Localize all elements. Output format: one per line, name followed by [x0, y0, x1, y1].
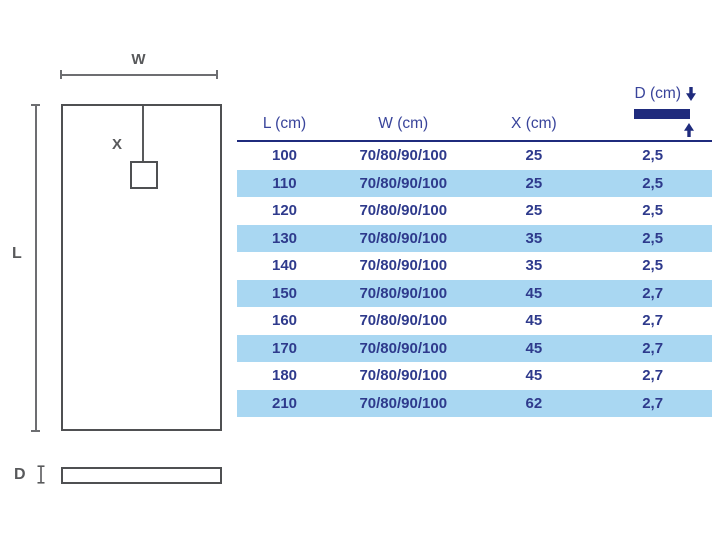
table-body: 100 70/80/90/100 25 2,5 110 70/80/90/100…	[237, 142, 712, 417]
table-row: 110 70/80/90/100 25 2,5	[237, 169, 712, 197]
width-dimension-line	[60, 70, 218, 79]
cell-x: 45	[525, 339, 543, 357]
table-row: 130 70/80/90/100 35 2,5	[237, 224, 712, 252]
cell-x: 45	[525, 312, 543, 330]
cell-l: 120	[271, 202, 298, 220]
cell-x: 35	[525, 229, 543, 247]
table-row: 170 70/80/90/100 45 2,7	[237, 334, 712, 362]
cell-l: 160	[271, 312, 298, 330]
cell-d: 2,5	[642, 229, 664, 247]
cell-w: 70/80/90/100	[359, 367, 448, 385]
length-dimension-line	[31, 104, 40, 432]
table-row: 140 70/80/90/100 35 2,5	[237, 252, 712, 280]
cell-d: 2,5	[642, 147, 664, 165]
col-header-depth: D (cm)	[593, 84, 712, 140]
length-dimension-label: L	[12, 245, 22, 262]
cell-l: 170	[271, 339, 298, 357]
cell-d: 2,5	[642, 202, 664, 220]
col-header-x: X (cm)	[511, 115, 557, 132]
table-header-row: L (cm) W (cm) X (cm) D (cm)	[237, 84, 712, 142]
cell-l: 150	[271, 284, 298, 302]
cell-d: 2,7	[642, 367, 664, 385]
cell-d: 2,5	[642, 174, 664, 192]
depth-tick-icon	[36, 465, 46, 489]
tray-outline	[61, 104, 222, 431]
cell-w: 70/80/90/100	[359, 394, 448, 412]
drain-offset-line	[142, 106, 144, 176]
depth-bar-graphic	[634, 109, 690, 119]
table-row: 150 70/80/90/100 45 2,7	[237, 279, 712, 307]
cell-x: 62	[525, 394, 543, 412]
cell-l: 180	[271, 367, 298, 385]
cell-x: 25	[525, 202, 543, 220]
cell-x: 25	[525, 174, 543, 192]
col-header-width: W (cm)	[378, 115, 429, 132]
cell-x: 25	[525, 147, 543, 165]
dimensions-table: L (cm) W (cm) X (cm) D (cm)	[237, 84, 712, 417]
cell-x: 45	[525, 367, 543, 385]
cell-l: 130	[271, 229, 298, 247]
table-row: 120 70/80/90/100 25 2,5	[237, 197, 712, 225]
table-row: 100 70/80/90/100 25 2,5	[237, 142, 712, 170]
width-dimension-label: W	[131, 51, 147, 68]
cell-d: 2,5	[642, 257, 664, 275]
cell-l: 140	[271, 257, 298, 275]
cell-d: 2,7	[642, 394, 664, 412]
cell-w: 70/80/90/100	[359, 312, 448, 330]
cell-l: 110	[272, 174, 297, 192]
arrow-down-icon	[686, 87, 696, 101]
arrow-up-icon	[684, 123, 694, 137]
table-row: 180 70/80/90/100 45 2,7	[237, 362, 712, 390]
depth-dimension-label: D	[14, 466, 26, 483]
table-row: 160 70/80/90/100 45 2,7	[237, 307, 712, 335]
cell-w: 70/80/90/100	[359, 257, 448, 275]
cell-w: 70/80/90/100	[359, 147, 448, 165]
cell-d: 2,7	[642, 284, 664, 302]
cell-w: 70/80/90/100	[359, 174, 448, 192]
cell-l: 100	[271, 147, 298, 165]
cell-w: 70/80/90/100	[359, 284, 448, 302]
cell-x: 45	[525, 284, 543, 302]
table-row: 210 70/80/90/100 62 2,7	[237, 389, 712, 417]
cell-l: 210	[271, 394, 298, 412]
cell-d: 2,7	[642, 339, 664, 357]
drain-dimension-label: X	[112, 136, 123, 153]
cell-w: 70/80/90/100	[359, 339, 448, 357]
cell-w: 70/80/90/100	[359, 229, 448, 247]
cell-d: 2,7	[642, 312, 664, 330]
col-header-length: L (cm)	[262, 115, 307, 132]
cell-w: 70/80/90/100	[359, 202, 448, 220]
drain-square	[130, 161, 158, 189]
tray-side-outline	[61, 467, 222, 484]
col-header-depth-label: D (cm)	[634, 85, 682, 102]
cell-x: 35	[525, 257, 543, 275]
